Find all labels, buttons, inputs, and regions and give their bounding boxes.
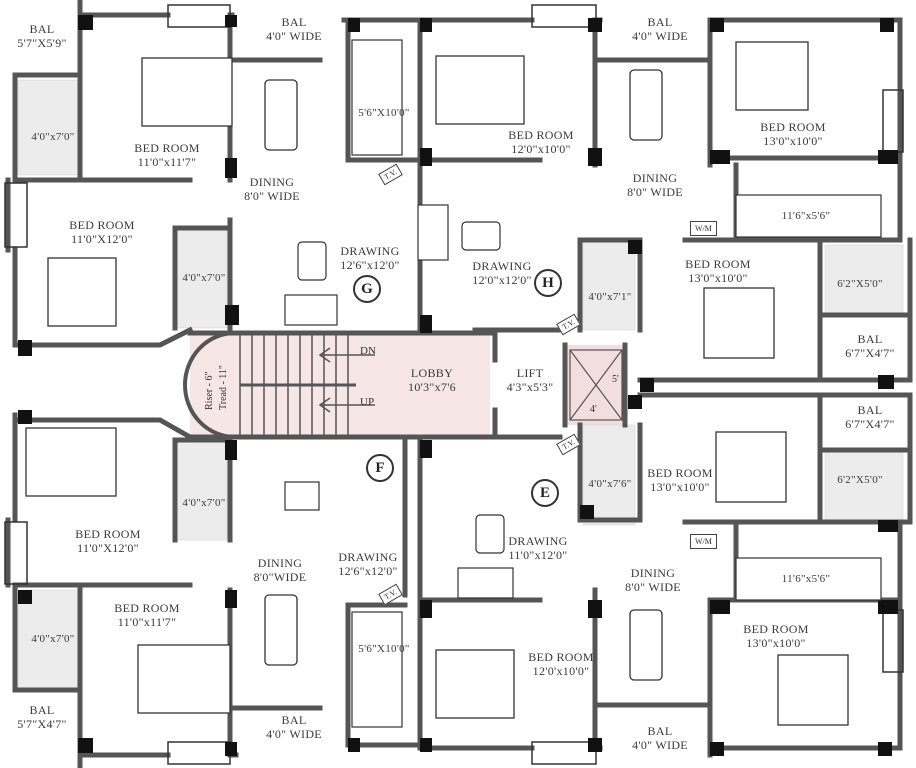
- columns: [18, 15, 898, 756]
- room-toilet-g2: 4'0"x7'0": [182, 272, 226, 284]
- room-toilet-e2: 6'2"X5'0": [837, 474, 883, 486]
- stair-dn-label: DN: [360, 345, 376, 357]
- room-toilet-bl: 4'0"x7'0": [31, 633, 75, 645]
- beds: [25, 41, 849, 726]
- shaft-height-label: 5': [612, 374, 619, 385]
- sofas: [284, 204, 514, 599]
- shaft: [569, 349, 623, 421]
- room-kitchen-g: 5'6"X10'0": [358, 107, 410, 119]
- unit-tag-g: G: [353, 275, 381, 303]
- shaft-floor: [565, 345, 625, 425]
- room-toilet-tl: 4'0"x7'0": [31, 131, 75, 143]
- room-toilet-e: 4'0"x7'6": [588, 478, 632, 490]
- room-toilet-f2: 4'0"x7'0": [182, 497, 226, 509]
- staircase: [183, 331, 375, 439]
- stair-up-label: UP: [360, 396, 375, 408]
- unit-tag-h: H: [534, 269, 562, 297]
- kitchen-counters: [351, 39, 882, 728]
- toilet-tiles: [17, 79, 904, 689]
- dining-tables: [264, 69, 663, 681]
- room-kitchen-h: 11'6"x5'6": [781, 210, 831, 222]
- unit-tag-e: E: [531, 479, 559, 507]
- washing-machine-e: W/M: [690, 534, 717, 549]
- stair-riser-label: Riser - 6": [204, 371, 215, 410]
- unit-tag-f: F: [366, 454, 394, 482]
- shaft-width-label: 4': [590, 404, 597, 415]
- room-toilet-h: 4'0"x7'1": [588, 291, 632, 303]
- stair-tread-label: Tread - 11": [218, 364, 229, 410]
- room-kitchen-f: 5'6"X10'0": [358, 643, 410, 655]
- room-toilet-h2: 6'2"X5'0": [837, 278, 883, 290]
- washing-machine-h: W/M: [690, 221, 717, 236]
- room-kitchen-e: 11'6"x5'6": [781, 573, 831, 585]
